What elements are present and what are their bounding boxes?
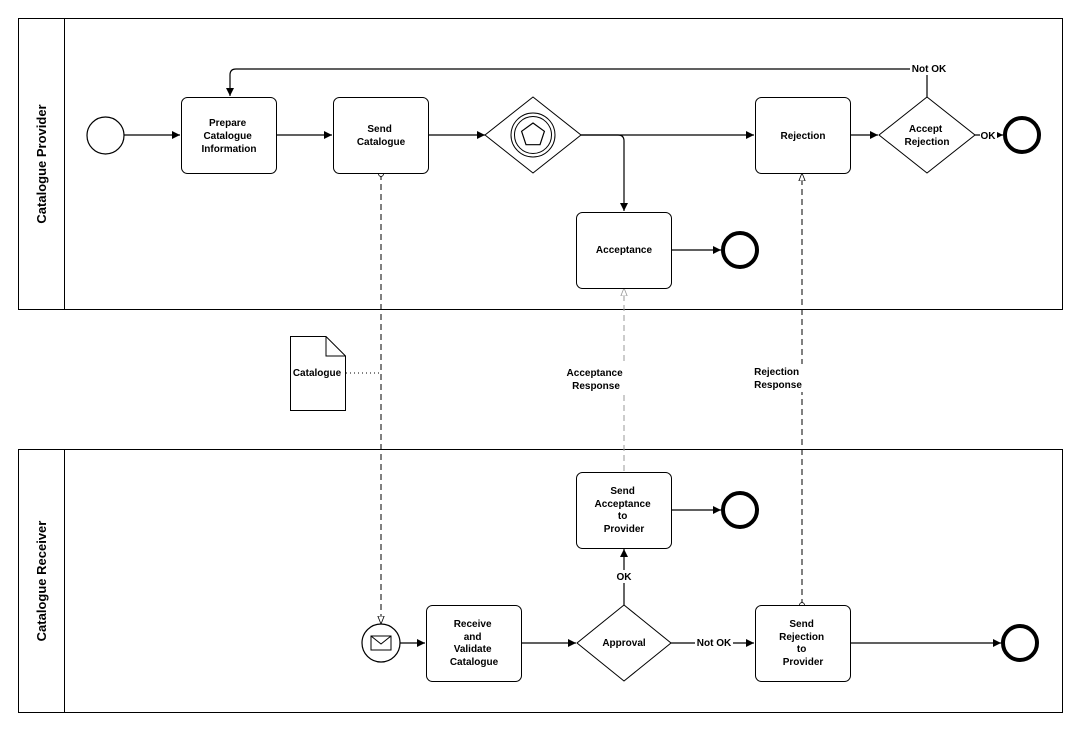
svg-text:Rejection Response: Rejection Response	[754, 367, 802, 391]
envelope-icon	[370, 635, 392, 651]
edge-label-ok-bottom: OK	[617, 572, 633, 583]
task-label-line: Catalogue	[203, 131, 252, 142]
task-label-line: Catalogue	[357, 137, 406, 148]
data-object-catalogue[interactable]: Catalogue	[290, 336, 346, 411]
gateway-accept-rejection[interactable]: Accept Rejection	[878, 96, 976, 174]
task-label-line: Rejection	[780, 131, 825, 142]
task-label-line: and	[464, 632, 482, 643]
svg-text:Send Rejection to: Send Rejection to Provider	[779, 619, 827, 668]
end-event-rejection-accepted[interactable]	[1003, 116, 1041, 154]
task-label-line: Validate	[454, 644, 492, 655]
event-based-gateway[interactable]	[484, 96, 582, 174]
pool-receiver-title: Catalogue Receiver	[34, 521, 49, 642]
message-label-line: Response	[572, 381, 620, 392]
task-label-line: Prepare	[209, 118, 247, 129]
svg-text:Acceptance Response: Acceptance Response	[567, 368, 626, 392]
task-label-line: Send	[789, 619, 813, 630]
edge-label-ok-top: OK	[981, 131, 997, 142]
task-label-line: Catalogue	[450, 657, 499, 668]
task-receive-and-validate-catalogue[interactable]: Receive and Validate Catalogue	[426, 605, 522, 682]
task-label-line: Provider	[604, 524, 645, 535]
start-event[interactable]	[86, 116, 125, 155]
svg-text:Receive and Valida: Receive and Validate Catalogue	[450, 619, 499, 668]
task-send-rejection-to-provider[interactable]: Send Rejection to Provider	[755, 605, 851, 682]
svg-text:Send Acceptance to: Send Acceptance to Provider	[595, 486, 654, 535]
task-label-line: Receive	[454, 619, 492, 630]
task-label-line: Send	[610, 486, 634, 497]
edge-labels: Not OK OK OK Not OK	[614, 62, 997, 649]
task-prepare-catalogue-information[interactable]: Prepare Catalogue Information	[181, 97, 277, 174]
end-event-send-acceptance[interactable]	[721, 491, 759, 529]
flow-gateway-to-acceptance	[581, 134, 628, 211]
task-rejection[interactable]: Rejection	[755, 97, 851, 174]
task-label-line: Acceptance	[596, 245, 653, 256]
task-acceptance[interactable]: Acceptance	[576, 212, 672, 289]
task-label-line: Information	[202, 144, 257, 155]
pool-catalogue-receiver: Catalogue Receiver	[18, 449, 1063, 713]
message-start-event[interactable]	[361, 623, 401, 663]
data-object-label: Catalogue	[293, 368, 342, 379]
message-labels: Acceptance Response Rejection Response	[566, 364, 808, 393]
message-label-line: Rejection	[754, 367, 799, 378]
message-label-line: Response	[754, 380, 802, 391]
gateway-label-line: Accept	[909, 124, 943, 135]
gateway-label-line: Rejection	[904, 137, 949, 148]
end-event-send-rejection[interactable]	[1001, 624, 1039, 662]
svg-text:Prepare Catalogue: Prepare Catalogue Information	[202, 118, 257, 155]
message-label-line: Acceptance	[567, 368, 624, 379]
task-label-line: to	[618, 511, 627, 522]
task-send-acceptance-to-provider[interactable]: Send Acceptance to Provider	[576, 472, 672, 549]
task-label-line: Send	[367, 124, 391, 135]
svg-text:Send Catalogue: Send Catalogue	[357, 124, 406, 148]
edge-label-not-ok-loop: Not OK	[912, 64, 947, 75]
task-label-line: Provider	[783, 657, 824, 668]
task-label-line: to	[797, 644, 806, 655]
gateway-approval[interactable]: Approval	[576, 604, 672, 682]
edge-label-not-ok-bottom: Not OK	[697, 638, 732, 649]
end-event-acceptance[interactable]	[721, 231, 759, 269]
task-send-catalogue[interactable]: Send Catalogue	[333, 97, 429, 174]
gateway-label-line: Approval	[602, 638, 646, 649]
pool-provider-title: Catalogue Provider	[34, 104, 49, 223]
task-label-line: Rejection	[779, 632, 824, 643]
task-label-line: Acceptance	[595, 499, 652, 510]
svg-text:Accept Rejection: Accept Rejection	[904, 124, 949, 148]
pentagon-icon	[520, 122, 546, 146]
